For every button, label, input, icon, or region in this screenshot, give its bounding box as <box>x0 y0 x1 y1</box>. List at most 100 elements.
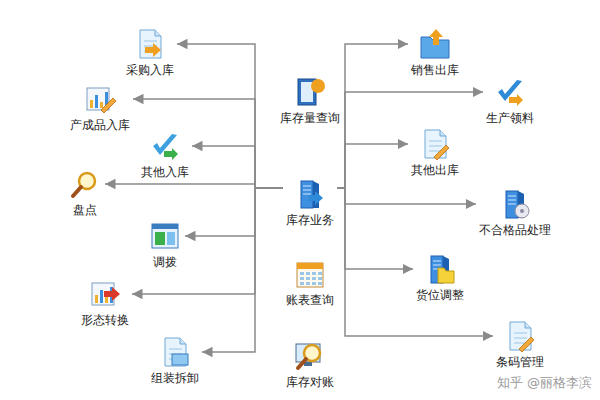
function-node: 其他入库 <box>138 129 192 181</box>
connector-arrow <box>337 44 408 188</box>
node-label: 形态转换 <box>81 313 129 327</box>
calendar-cell <box>312 272 316 275</box>
calendar-cell <box>312 282 316 285</box>
pencil <box>434 145 449 160</box>
arrow-symbol <box>509 94 523 106</box>
folder <box>172 354 188 365</box>
function-node: 组装拆卸 <box>148 335 202 387</box>
node-label: 盘点 <box>73 203 97 217</box>
chart-bar <box>105 297 108 303</box>
calendar-cell <box>300 282 304 285</box>
magnifier-handle <box>73 187 81 196</box>
pencil <box>519 337 534 352</box>
document-line <box>514 338 527 339</box>
icon <box>431 256 454 283</box>
function-node: 产成品入库 <box>67 82 133 134</box>
document-fold <box>525 322 531 328</box>
function-node: 其他出库 <box>408 127 462 179</box>
icon <box>152 224 178 248</box>
connector-arrow <box>132 188 283 294</box>
function-node: 采购入库 <box>123 27 177 79</box>
server-slot <box>508 200 516 201</box>
connector-arrow <box>202 188 283 352</box>
window-frame <box>152 224 178 248</box>
folder <box>438 268 454 283</box>
arrow-symbol <box>104 287 120 301</box>
document-fold <box>155 30 161 36</box>
pencil <box>101 98 116 113</box>
node-label: 生产领料 <box>486 111 534 125</box>
connector-arrow <box>133 99 283 188</box>
window-pane <box>155 232 165 245</box>
server-slot <box>303 194 311 195</box>
icon <box>73 173 95 196</box>
function-node: 调拨 <box>145 219 185 271</box>
function-node: 生产领料 <box>483 75 537 127</box>
connector-arrow <box>337 188 413 269</box>
server-slot <box>508 196 516 197</box>
document-line <box>429 141 442 142</box>
node-label: 条码管理 <box>496 355 544 369</box>
document-fold <box>180 338 186 344</box>
icon <box>92 283 120 305</box>
function-node: 库存对账 <box>283 339 337 391</box>
screen <box>296 344 320 362</box>
document-sheet <box>140 30 161 58</box>
node-label: 库存对账 <box>286 375 334 389</box>
connector-layer <box>105 44 493 352</box>
connector-arrow <box>337 92 483 188</box>
connector-arrow <box>337 188 493 336</box>
node-label: 组装拆卸 <box>151 371 199 385</box>
function-node: 库存量查询 <box>277 75 343 127</box>
node-label: 库存量查询 <box>280 111 340 125</box>
watermark: 知乎 @丽格李滨 <box>497 374 592 392</box>
calendar-page <box>297 263 323 287</box>
node-label: 其他入库 <box>141 165 189 179</box>
icon <box>297 263 323 287</box>
connector-arrow <box>337 188 476 204</box>
node-label: 不合格品处理 <box>479 223 551 237</box>
node-label: 产成品入库 <box>70 118 130 132</box>
server-slot <box>433 261 441 262</box>
calendar-cell <box>300 272 304 275</box>
connector-arrow <box>185 188 283 236</box>
node-label: 库存业务 <box>286 213 334 227</box>
arrow-symbol <box>429 29 443 45</box>
chart-bar <box>95 295 98 303</box>
book-badge <box>311 79 325 93</box>
node-label: 其他出库 <box>411 163 459 177</box>
function-node: 条码管理 <box>493 319 547 371</box>
icon <box>498 80 523 106</box>
chart-bar <box>95 95 98 108</box>
calendar-cell <box>318 277 322 280</box>
arrow-symbol <box>145 43 161 57</box>
chart-bar <box>100 102 103 108</box>
disc-hole <box>520 209 524 213</box>
arrow-symbol <box>309 191 323 205</box>
magnifier-handle <box>298 359 306 368</box>
document-fold <box>440 130 446 136</box>
document-line <box>429 146 442 147</box>
icon <box>301 181 323 208</box>
icon-layer <box>73 29 534 368</box>
function-node: 不合格品处理 <box>476 187 554 239</box>
server-slot <box>303 190 311 191</box>
node-label: 调拨 <box>153 255 177 269</box>
icon <box>165 338 188 366</box>
window-bar <box>152 224 178 229</box>
document-line <box>169 349 182 350</box>
disc <box>515 204 529 218</box>
icon <box>510 322 534 352</box>
connector-arrow <box>177 44 283 188</box>
function-node: 形态转换 <box>78 277 132 329</box>
server-slot <box>303 186 311 187</box>
calendar-cell <box>318 282 322 285</box>
chart-bar <box>90 100 93 108</box>
icon <box>421 29 449 58</box>
connector-arrow <box>337 144 408 188</box>
function-node: 盘点 <box>65 167 105 219</box>
icon <box>140 30 161 58</box>
icon <box>87 88 116 113</box>
window-pane <box>167 232 175 245</box>
function-node: 账表查询 <box>283 257 337 309</box>
